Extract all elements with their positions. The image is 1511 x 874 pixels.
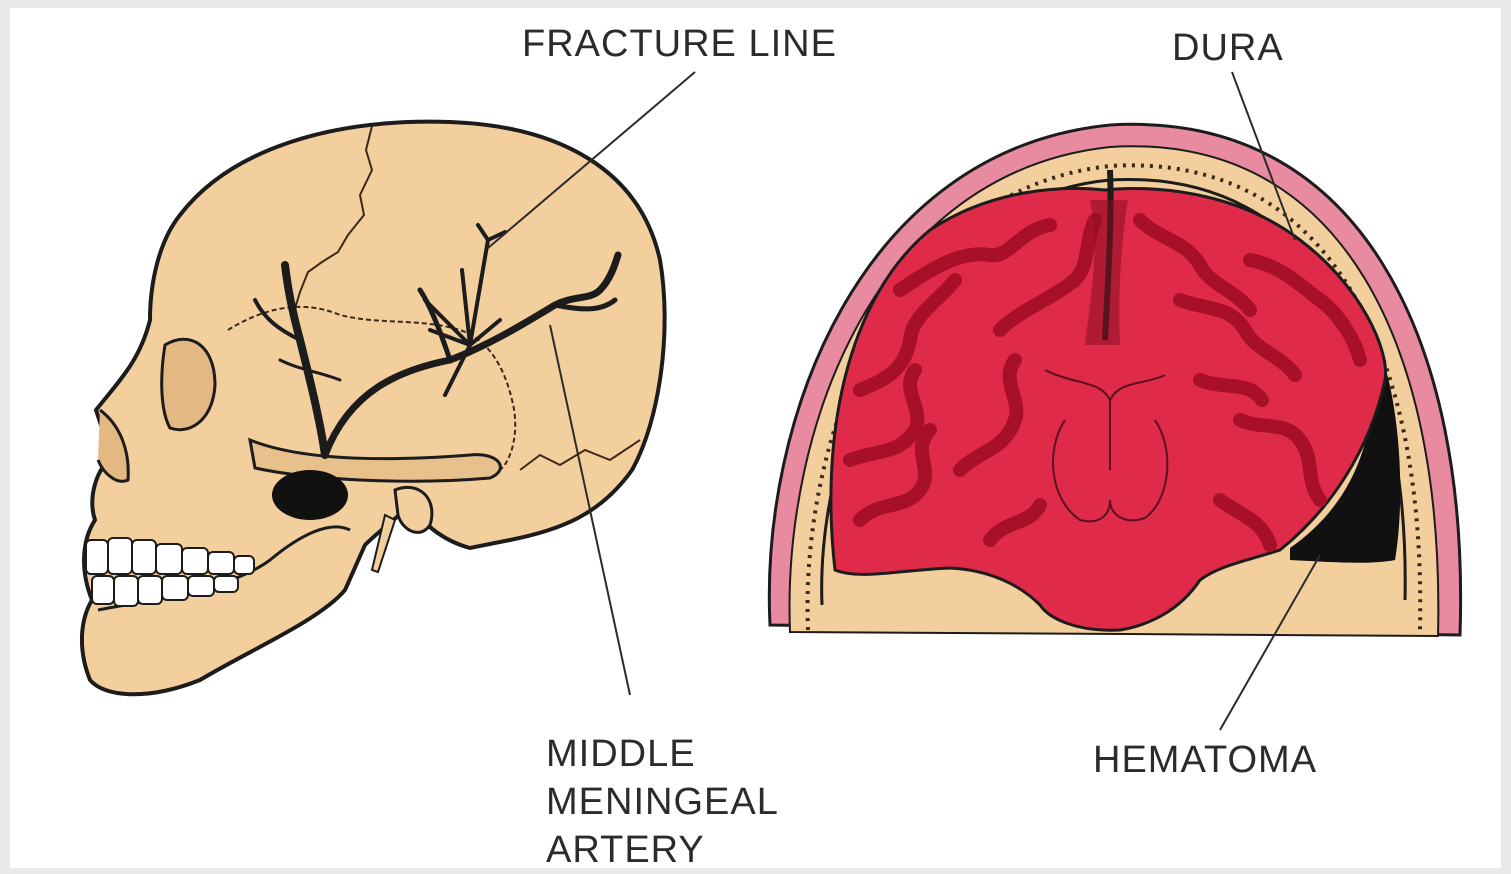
coronal-brain-section [769,124,1460,636]
dura-label: DURA [1172,24,1284,72]
skull-lateral-view [82,122,665,695]
ear-canal [272,470,348,520]
artery-label-line-2: MENINGEAL [546,778,779,826]
middle-meningeal-artery-label: MIDDLE MENINGEAL ARTERY [546,730,779,874]
hematoma-label: HEMATOMA [1093,736,1317,784]
artery-label-line-3: ARTERY [546,826,779,874]
mastoid-process [395,487,432,532]
artery-label-line-1: MIDDLE [546,730,779,778]
fracture-line-label: FRACTURE LINE [522,20,837,68]
